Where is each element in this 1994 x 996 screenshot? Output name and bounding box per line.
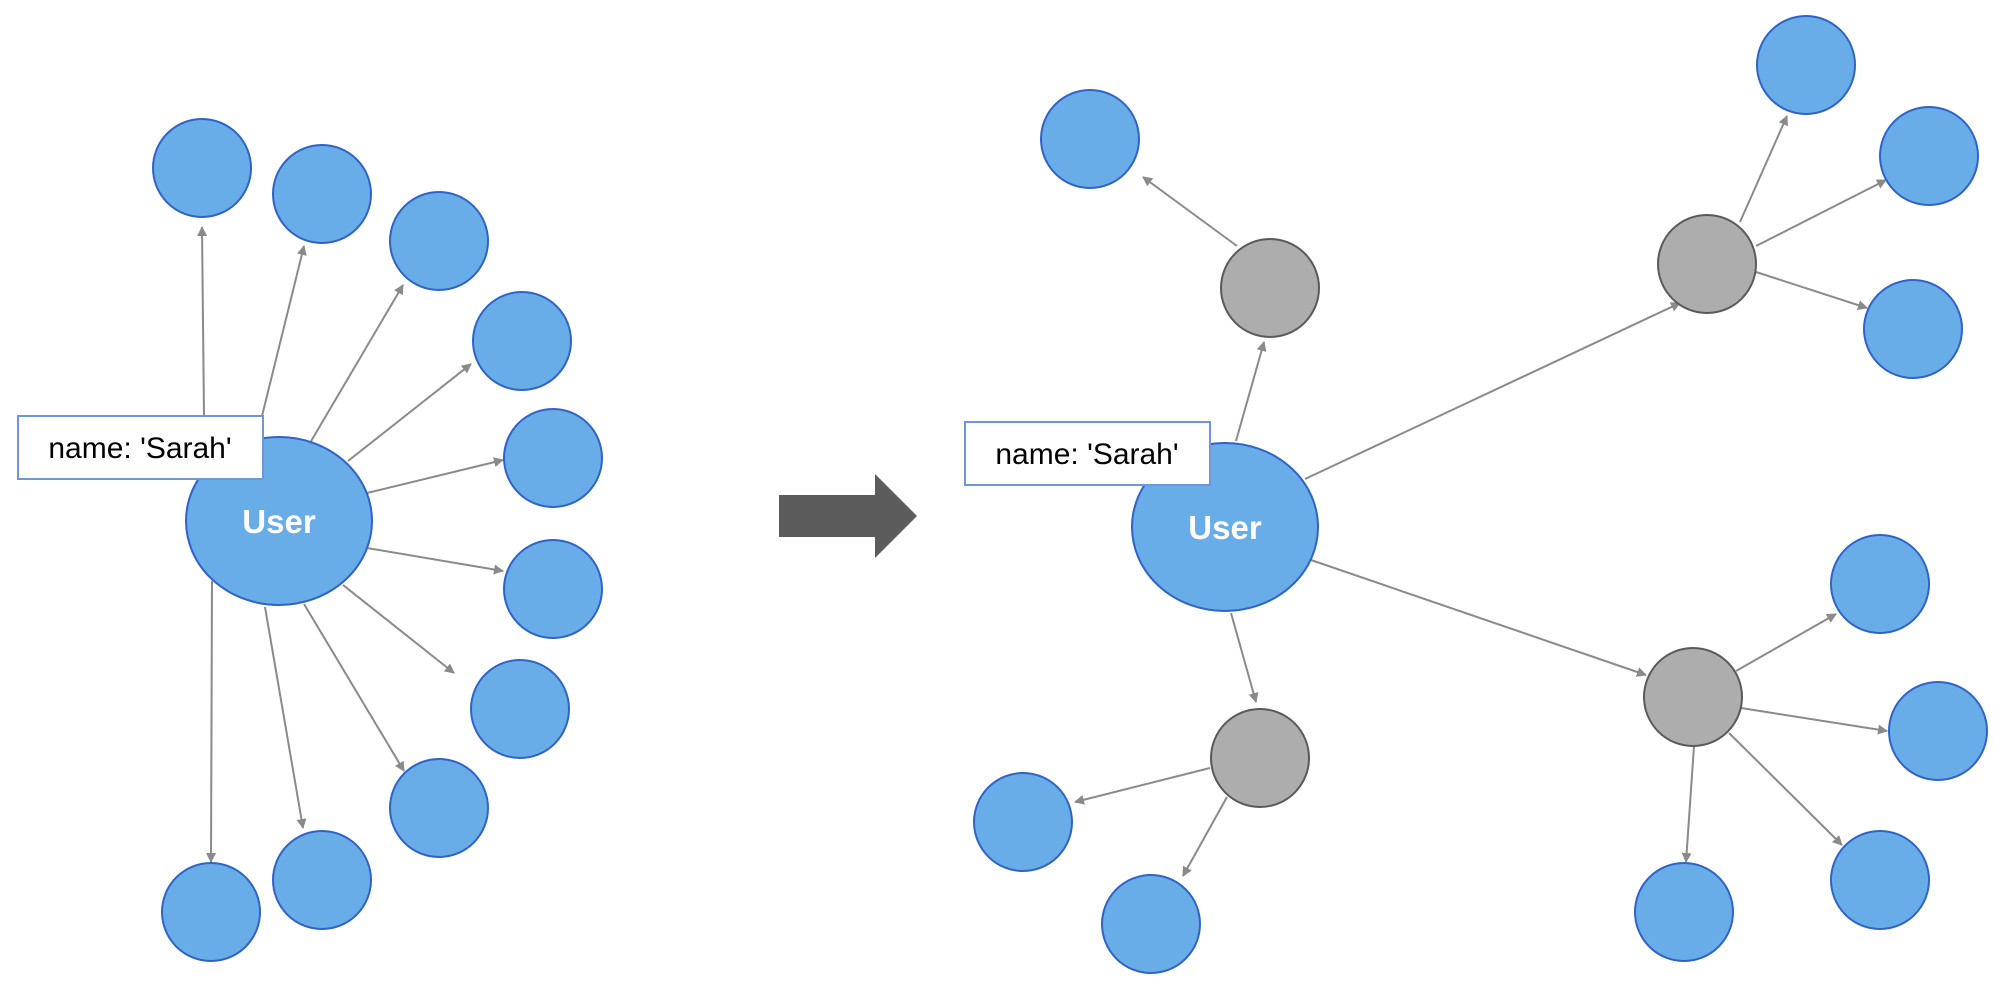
- leaf-node[interactable]: [1634, 862, 1734, 962]
- leaf-node[interactable]: [1756, 15, 1856, 115]
- edge: [1074, 767, 1211, 805]
- edge: [1735, 613, 1837, 672]
- edge: [1310, 559, 1647, 677]
- leaf-node[interactable]: [389, 758, 489, 858]
- group-node[interactable]: [1643, 647, 1743, 747]
- leaf-node[interactable]: [272, 144, 372, 244]
- edge: [1182, 796, 1228, 877]
- edge: [1304, 302, 1681, 480]
- property-text: name: 'Sarah': [48, 432, 231, 465]
- right-group-nodes: [1210, 214, 1757, 808]
- edge: [1681, 745, 1695, 863]
- edge: [347, 363, 472, 462]
- leaf-node[interactable]: [161, 862, 261, 962]
- leaf-node[interactable]: [503, 539, 603, 639]
- leaf-node[interactable]: [1040, 89, 1140, 189]
- leaf-node[interactable]: [470, 659, 570, 759]
- leaf-node[interactable]: [1830, 830, 1930, 930]
- group-node[interactable]: [1657, 214, 1757, 314]
- leaf-node[interactable]: [1863, 279, 1963, 379]
- left-edges: [197, 226, 504, 863]
- leaf-node[interactable]: [1101, 874, 1201, 974]
- property-box: name: 'Sarah': [17, 415, 264, 480]
- transform-arrow-icon: [779, 474, 917, 558]
- leaf-node[interactable]: [389, 191, 489, 291]
- leaf-node[interactable]: [503, 408, 603, 508]
- edge: [197, 226, 208, 417]
- edge: [309, 284, 404, 444]
- leaf-node[interactable]: [152, 118, 252, 218]
- right-edges: [1074, 115, 1888, 877]
- edge: [1755, 271, 1868, 310]
- edge: [1230, 612, 1259, 703]
- right-graph: User name: 'Sarah': [964, 15, 1988, 974]
- edge: [1740, 707, 1888, 735]
- user-node-label: User: [242, 503, 316, 540]
- leaf-node[interactable]: [472, 291, 572, 391]
- leaf-node[interactable]: [272, 830, 372, 930]
- leaf-node[interactable]: [1888, 681, 1988, 781]
- edge: [366, 547, 504, 575]
- edge: [366, 457, 504, 494]
- edge: [206, 580, 217, 863]
- user-node-label: User: [1188, 509, 1262, 546]
- edge: [261, 245, 307, 417]
- group-node[interactable]: [1210, 708, 1310, 808]
- property-text: name: 'Sarah': [995, 438, 1178, 471]
- right-leaf-nodes: [973, 15, 1988, 974]
- edge: [1755, 179, 1887, 247]
- edge: [1142, 176, 1238, 247]
- edge: [303, 603, 405, 772]
- leaf-node[interactable]: [973, 772, 1073, 872]
- edge: [342, 584, 455, 674]
- leaf-node[interactable]: [1879, 106, 1979, 206]
- property-box: name: 'Sarah': [964, 421, 1211, 486]
- leaf-node[interactable]: [1830, 534, 1930, 634]
- left-leaf-nodes: [152, 118, 603, 962]
- edge: [1739, 115, 1788, 223]
- left-graph: User name: 'Sarah': [17, 118, 603, 962]
- edge: [1235, 341, 1267, 442]
- edge: [264, 606, 307, 829]
- group-node[interactable]: [1220, 238, 1320, 338]
- edge: [1728, 732, 1843, 846]
